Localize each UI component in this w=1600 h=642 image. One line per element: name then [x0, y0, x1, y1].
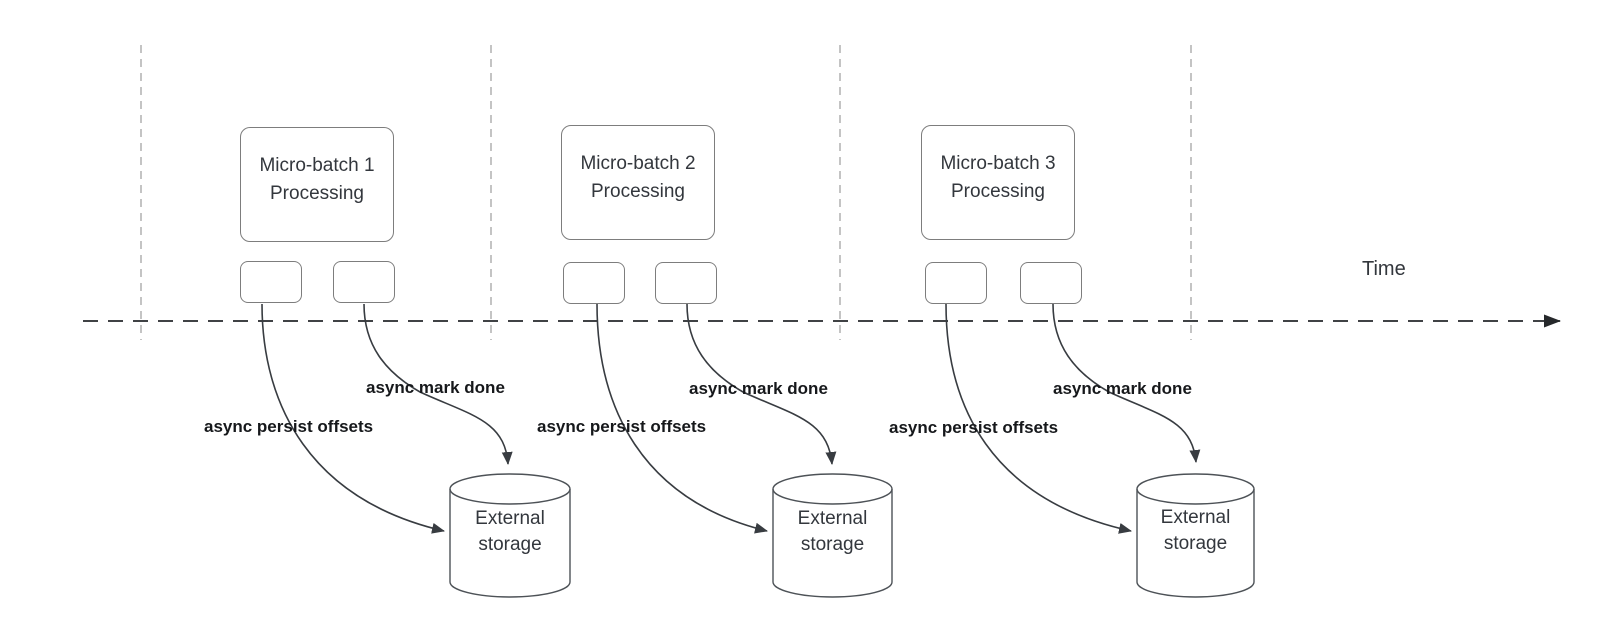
process-box-subtitle: Processing	[951, 180, 1045, 202]
external-storage-label-3: External storage	[1137, 505, 1254, 557]
process-box-subtitle: Processing	[591, 180, 685, 202]
persist-offsets-label-3: async persist offsets	[889, 418, 1059, 437]
offsets-task-box-1	[240, 261, 302, 303]
offsets-task-box-2	[563, 262, 625, 304]
persist-offsets-arrow-1	[261, 303, 445, 534]
process-box-title: Micro-batch 3	[940, 152, 1056, 174]
micro-batch-3-process-box: Micro-batch 3 Processing	[921, 125, 1075, 240]
micro-batch-2-process-box: Micro-batch 2 Processing	[561, 125, 715, 240]
mark-done-arrow-1	[363, 303, 513, 465]
persist-offsets-label-2: async persist offsets	[537, 417, 707, 436]
external-storage-cylinder-3	[1136, 473, 1255, 598]
storage-label-line2: storage	[800, 534, 865, 555]
storage-label-line1: External	[1160, 507, 1231, 528]
persist-offsets-arrow-2	[596, 303, 768, 534]
mark-done-task-box-3	[1020, 262, 1082, 304]
time-axis-label: Time	[1362, 258, 1406, 280]
cylinder-rim-2	[772, 488, 893, 505]
external-storage-label-1: External storage	[450, 506, 570, 558]
storage-label-line1: External	[475, 508, 545, 529]
mark-done-label-1: async mark done	[366, 378, 505, 397]
persist-offsets-label-1: async persist offsets	[204, 417, 374, 436]
process-box-title: Micro-batch 1	[259, 154, 375, 176]
offsets-task-box-3	[925, 262, 987, 304]
cylinder-rim-3	[1136, 488, 1255, 505]
micro-batch-1-process-box: Micro-batch 1 Processing	[240, 127, 394, 242]
persist-offsets-arrow-3	[945, 303, 1132, 534]
mark-done-label-2: async mark done	[689, 379, 828, 398]
mark-done-task-box-2	[655, 262, 717, 304]
process-box-subtitle: Processing	[270, 182, 364, 204]
mark-done-task-box-1	[333, 261, 395, 303]
mark-done-arrow-2	[686, 303, 837, 465]
cylinder-rim-1	[449, 488, 571, 505]
mark-done-label-3: async mark done	[1053, 379, 1192, 398]
external-storage-cylinder-2	[772, 473, 893, 598]
external-storage-cylinder-1	[449, 473, 571, 598]
storage-label-line2: storage	[1163, 533, 1228, 554]
mark-done-arrow-3	[1052, 303, 1201, 463]
external-storage-label-2: External storage	[773, 506, 892, 558]
storage-label-line2: storage	[478, 534, 542, 555]
process-box-title: Micro-batch 2	[580, 152, 696, 174]
storage-label-line1: External	[797, 508, 868, 529]
